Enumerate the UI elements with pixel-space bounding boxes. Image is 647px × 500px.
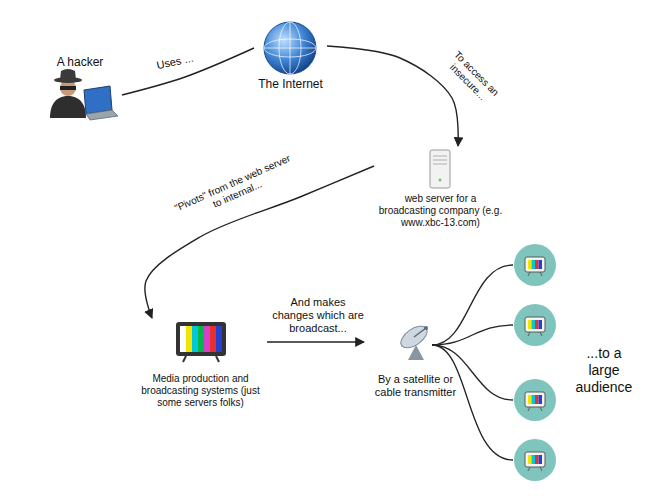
globe-equator	[264, 48, 316, 49]
color-bar	[216, 326, 222, 352]
color-bar	[210, 326, 216, 352]
audience-tv	[514, 439, 556, 481]
server-slot	[433, 164, 447, 165]
audience-note: ...to a large audience	[572, 345, 636, 395]
tv-bar	[539, 455, 543, 464]
tv-circle	[514, 379, 556, 421]
server-slot	[433, 160, 447, 161]
internet-globe	[264, 22, 316, 74]
tv-circle	[514, 304, 556, 346]
tv-bar	[535, 455, 539, 464]
tv-circle	[514, 244, 556, 286]
tv-bar	[539, 260, 543, 269]
tv-bar	[532, 260, 536, 269]
tv-leg	[540, 332, 542, 336]
hacker-body	[50, 96, 86, 118]
tv-bar	[528, 395, 532, 404]
hacker-icon	[50, 69, 118, 120]
tv-bar	[535, 260, 539, 269]
tv-circle	[514, 439, 556, 481]
connector	[122, 48, 254, 95]
server-led	[439, 179, 442, 182]
tv-leg	[540, 272, 542, 276]
system-box: Media production and broadcasting system…	[134, 318, 267, 411]
tv-bar	[528, 320, 532, 329]
tv-bar	[528, 455, 532, 464]
color-bar	[204, 326, 210, 352]
node-text: web server for a broadcasting company (e…	[378, 193, 503, 229]
hat-crown	[60, 69, 76, 80]
server-icon	[430, 150, 450, 188]
dish-bowl	[397, 322, 431, 352]
tv-bar	[532, 320, 536, 329]
tv-frame	[176, 322, 226, 356]
tv-bar	[539, 395, 543, 404]
broadcast-lines	[432, 265, 513, 460]
tv-leg	[528, 272, 530, 276]
color-bar	[186, 326, 192, 352]
tv-body	[525, 392, 545, 407]
laptop-screen	[84, 86, 112, 114]
color-bar	[198, 326, 204, 352]
audience-tv	[514, 304, 556, 346]
server-case	[430, 150, 450, 188]
node-text: Media production and broadcasting system…	[138, 373, 263, 409]
tv-leg	[540, 407, 542, 411]
color-bar	[192, 326, 198, 352]
dish-feed-head	[424, 326, 428, 330]
transmitter-box: By a satellite or cable transmitter	[364, 318, 467, 401]
audience-tv	[514, 244, 556, 286]
satellite-dish-icon	[397, 322, 431, 360]
dish-feed	[414, 328, 426, 337]
color-bar	[180, 326, 186, 352]
network-box: The Internet	[254, 20, 327, 93]
edge-label: "Pivots" from the web server to internal…	[167, 150, 304, 228]
connector	[267, 341, 364, 342]
tv-bar	[535, 395, 539, 404]
media-tv-icon	[176, 322, 226, 362]
tv-bar	[535, 320, 539, 329]
tv-leg	[528, 407, 530, 411]
tv-body	[525, 317, 545, 332]
tv-leg	[528, 467, 530, 471]
tv-body	[525, 257, 545, 272]
audience-tv	[514, 379, 556, 421]
tv-leg	[216, 356, 219, 362]
tv-bar	[539, 320, 543, 329]
broadcast-line	[432, 265, 513, 345]
server-box: web server for a broadcasting company (e…	[374, 146, 507, 231]
color-bars	[180, 326, 222, 352]
tv-bar	[528, 260, 532, 269]
node-text: A hacker	[42, 55, 118, 69]
tv-body	[525, 452, 545, 467]
node-text: The Internet	[258, 77, 323, 91]
tv-leg	[183, 356, 186, 362]
globe	[264, 22, 316, 74]
broadcast-line	[432, 325, 513, 345]
edge-label: Uses ...	[142, 49, 207, 75]
hacker-glasses	[60, 86, 76, 90]
edge-label: To access an insecure...	[437, 43, 508, 114]
node-text: By a satellite or cable transmitter	[368, 373, 463, 399]
tv-leg	[528, 332, 530, 336]
tv-bar	[532, 455, 536, 464]
server-slot	[433, 156, 447, 157]
tv-leg	[540, 467, 542, 471]
edge-label: And makes changes which are broadcast...	[268, 296, 368, 336]
tv-bar	[532, 395, 536, 404]
actor-box: A hacker	[38, 55, 122, 119]
laptop-base	[86, 110, 118, 120]
broadcast-line	[432, 345, 513, 460]
audience-tvs	[514, 244, 556, 481]
